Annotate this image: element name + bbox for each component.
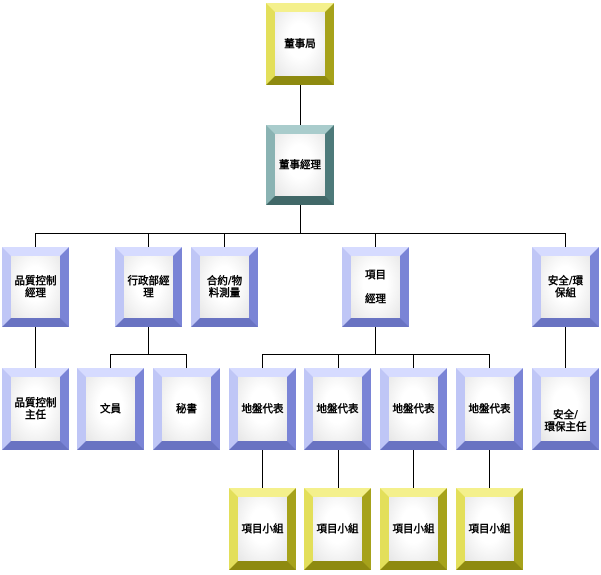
site-representative-label: 地盤代表 [241, 403, 284, 415]
connector-line [338, 450, 339, 488]
contracts-qs-label: 合約/物 料測量 [206, 275, 243, 299]
connector-line [35, 233, 36, 247]
site-representative-label: 地盤代表 [392, 403, 435, 415]
site-representative-box: 地盤代表 [304, 368, 371, 450]
project-team-label: 項目小組 [468, 523, 511, 535]
site-representative-box: 地盤代表 [380, 368, 447, 450]
admin-manager-label: 行政部經 理 [127, 275, 170, 299]
secretary-label: 秘書 [176, 403, 197, 415]
qc-officer-label: 品質控制 主任 [14, 397, 57, 421]
project-team-label: 項目小組 [392, 523, 435, 535]
site-representative-box: 地盤代表 [456, 368, 523, 450]
safety-environment-label: 安全/環 保組 [547, 275, 584, 299]
connector-line [186, 354, 187, 368]
site-representative-label: 地盤代表 [468, 403, 511, 415]
connector-line [338, 354, 339, 368]
connector-line [224, 233, 225, 247]
qc-manager-box: 品質控制 經理 [2, 247, 69, 327]
connector-line [262, 354, 490, 355]
project-team-box: 項目小組 [304, 488, 371, 570]
site-representative-box: 地盤代表 [229, 368, 296, 450]
safety-officer-box: 安全/ 環保主任 [532, 368, 599, 450]
clerk-label: 文員 [100, 403, 121, 415]
qc-manager-label: 品質控制 經理 [14, 275, 57, 299]
managing-director-box: 董事經理 [266, 125, 334, 205]
project-team-box: 項目小組 [456, 488, 523, 570]
connector-line [375, 327, 376, 354]
connector-line [413, 450, 414, 488]
site-representative-label: 地盤代表 [316, 403, 359, 415]
qc-officer-box: 品質控制 主任 [2, 368, 69, 450]
board-of-directors-box: 董事局 [266, 3, 334, 85]
connector-line [35, 327, 36, 368]
project-manager-label: 項目 經理 [365, 269, 386, 305]
project-team-label: 項目小組 [316, 523, 359, 535]
connector-line [148, 327, 149, 354]
project-team-label: 項目小組 [241, 523, 284, 535]
project-team-box: 項目小組 [380, 488, 447, 570]
connector-line [413, 354, 414, 368]
admin-manager-box: 行政部經 理 [115, 247, 182, 327]
connector-line [300, 85, 301, 125]
project-team-box: 項目小組 [229, 488, 296, 570]
safety-officer-label: 安全/ 環保主任 [544, 409, 587, 433]
connector-line [35, 233, 566, 234]
contracts-qs-box: 合約/物 料測量 [191, 247, 258, 327]
connector-line [489, 450, 490, 488]
connector-line [565, 327, 566, 368]
connector-line [148, 233, 149, 247]
clerk-box: 文員 [77, 368, 144, 450]
connector-line [375, 233, 376, 247]
connector-line [300, 205, 301, 233]
secretary-box: 秘書 [153, 368, 220, 450]
board-of-directors-label: 董事局 [284, 38, 316, 50]
project-manager-box: 項目 經理 [342, 247, 409, 327]
connector-line [489, 354, 490, 368]
connector-line [262, 450, 263, 488]
connector-line [110, 354, 111, 368]
connector-line [110, 354, 187, 355]
connector-line [262, 354, 263, 368]
safety-environment-box: 安全/環 保組 [532, 247, 599, 327]
connector-line [565, 233, 566, 247]
managing-director-label: 董事經理 [279, 159, 321, 171]
